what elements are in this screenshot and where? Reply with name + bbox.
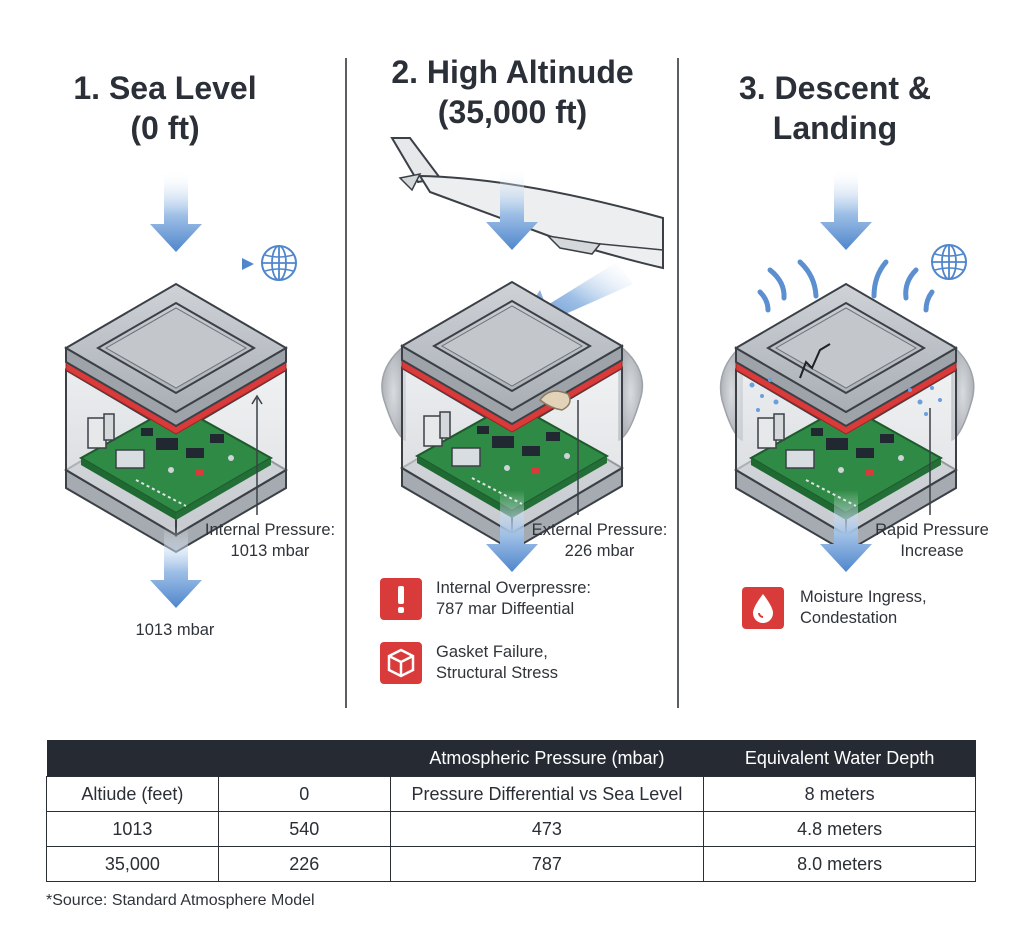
table-cell: 0 bbox=[217, 776, 391, 812]
table-cell: 35,000 bbox=[46, 846, 219, 882]
airplane-wing-icon bbox=[390, 137, 664, 270]
panel-3-title-line2: Landing bbox=[772, 110, 898, 146]
table-row: 35,000 226 787 8.0 meters bbox=[46, 846, 976, 882]
globe-icon bbox=[931, 244, 967, 280]
table-row: Altiude (feet) 0 Pressure Differential v… bbox=[46, 776, 976, 812]
panel-2-title-line1: 2. High Altinude bbox=[391, 54, 634, 90]
down-arrow-icon bbox=[820, 168, 872, 250]
panel-1-callout-line2: 1013 mbar bbox=[230, 542, 310, 560]
panel-2-illustration bbox=[381, 137, 664, 572]
source-footnote: *Source: Standard Atmosphere Model bbox=[46, 892, 315, 909]
panel-2-alert-1-line2: 787 mar Diffeential bbox=[436, 600, 575, 618]
table-cell: 1013 bbox=[46, 811, 219, 847]
panel-2-alert-2-line1: Gasket Failure, bbox=[436, 643, 548, 661]
table-header-cell bbox=[46, 740, 219, 777]
table-cell: Altiude (feet) bbox=[46, 776, 219, 812]
table-cell: 8.0 meters bbox=[703, 846, 976, 882]
panel-2-title-line2: (35,000 ft) bbox=[437, 94, 588, 130]
panel-2-callout: External Pressure: 226 mbar bbox=[522, 520, 677, 562]
moisture-droplets bbox=[749, 378, 942, 416]
panel-3-alert-1: Moisture Ingress, Condestation bbox=[800, 587, 990, 629]
play-triangle-icon bbox=[242, 258, 254, 270]
panel-2-alert-2: Gasket Failure, Structural Stress bbox=[436, 642, 636, 684]
table-header-cell: Equivalent Water Depth bbox=[703, 740, 976, 777]
panel-1-title: 1. Sea Level (0 ft) bbox=[20, 68, 310, 148]
panel-2-alert-1-line1: Internal Overpressre: bbox=[436, 579, 591, 597]
sealed-enclosure bbox=[65, 283, 287, 553]
table-cell: 8 meters bbox=[703, 776, 976, 812]
panel-1-callout: Internal Pressure: 1013 mbar bbox=[195, 520, 345, 562]
panel-1-title-line1: 1. Sea Level bbox=[73, 70, 257, 106]
table-cell: 473 bbox=[389, 811, 705, 847]
panel-2-callout-line2: 226 mbar bbox=[564, 542, 635, 560]
table-cell: 226 bbox=[217, 846, 391, 882]
table-cell: 540 bbox=[217, 811, 391, 847]
down-arrow-icon bbox=[150, 170, 202, 252]
panel-3-alert-1-line2: Condestation bbox=[800, 609, 898, 627]
globe-icon bbox=[261, 245, 297, 281]
panel-3-title: 3. Descent & Landing bbox=[690, 68, 980, 148]
panel-divider-2 bbox=[677, 58, 679, 708]
panel-3-title-line1: 3. Descent & bbox=[738, 70, 932, 106]
panel-2-title: 2. High Altinude (35,000 ft) bbox=[350, 52, 675, 132]
table-header-cell bbox=[218, 740, 391, 777]
table-cell: 4.8 meters bbox=[703, 811, 976, 847]
illustration bbox=[65, 137, 975, 608]
panel-2-alert-1: Internal Overpressre: 787 mar Diffeentia… bbox=[436, 578, 636, 620]
panel-1-title-line2: (0 ft) bbox=[130, 110, 200, 146]
panel-1-callout-line1: Internal Pressure: bbox=[204, 521, 336, 539]
table-cell: 787 bbox=[389, 846, 705, 882]
panel-3-illustration bbox=[719, 168, 975, 572]
pressure-table: Atmospheric Pressure (mbar) Equivalent W… bbox=[46, 740, 976, 882]
panel-1-bottom-value: 1013 mbar bbox=[135, 621, 215, 639]
box-icon bbox=[380, 642, 422, 684]
panel-divider-1 bbox=[345, 58, 347, 708]
exclamation-icon bbox=[380, 578, 422, 620]
panel-2-alert-2-line2: Structural Stress bbox=[436, 664, 558, 682]
inflow-arrows-icon bbox=[757, 259, 935, 313]
panel-3-callout-line2: Increase bbox=[900, 542, 964, 560]
panel-3-callout-line1: Rapid Pressure bbox=[875, 521, 989, 539]
table-header-cell: Atmospheric Pressure (mbar) bbox=[390, 740, 704, 777]
water-drop-icon bbox=[742, 587, 784, 629]
crack-mark bbox=[799, 343, 831, 379]
table-header-row: Atmospheric Pressure (mbar) Equivalent W… bbox=[46, 740, 976, 777]
panel-1-illustration bbox=[65, 170, 297, 608]
panel-2-callout-line1: External Pressure: bbox=[531, 521, 668, 539]
panel-3-alert-1-line1: Moisture Ingress, bbox=[800, 588, 927, 606]
table-cell: Pressure Differential vs Sea Level bbox=[389, 776, 705, 812]
table-row: 1013 540 473 4.8 meters bbox=[46, 811, 976, 847]
panel-3-callout: Rapid Pressure Increase bbox=[862, 520, 1002, 562]
